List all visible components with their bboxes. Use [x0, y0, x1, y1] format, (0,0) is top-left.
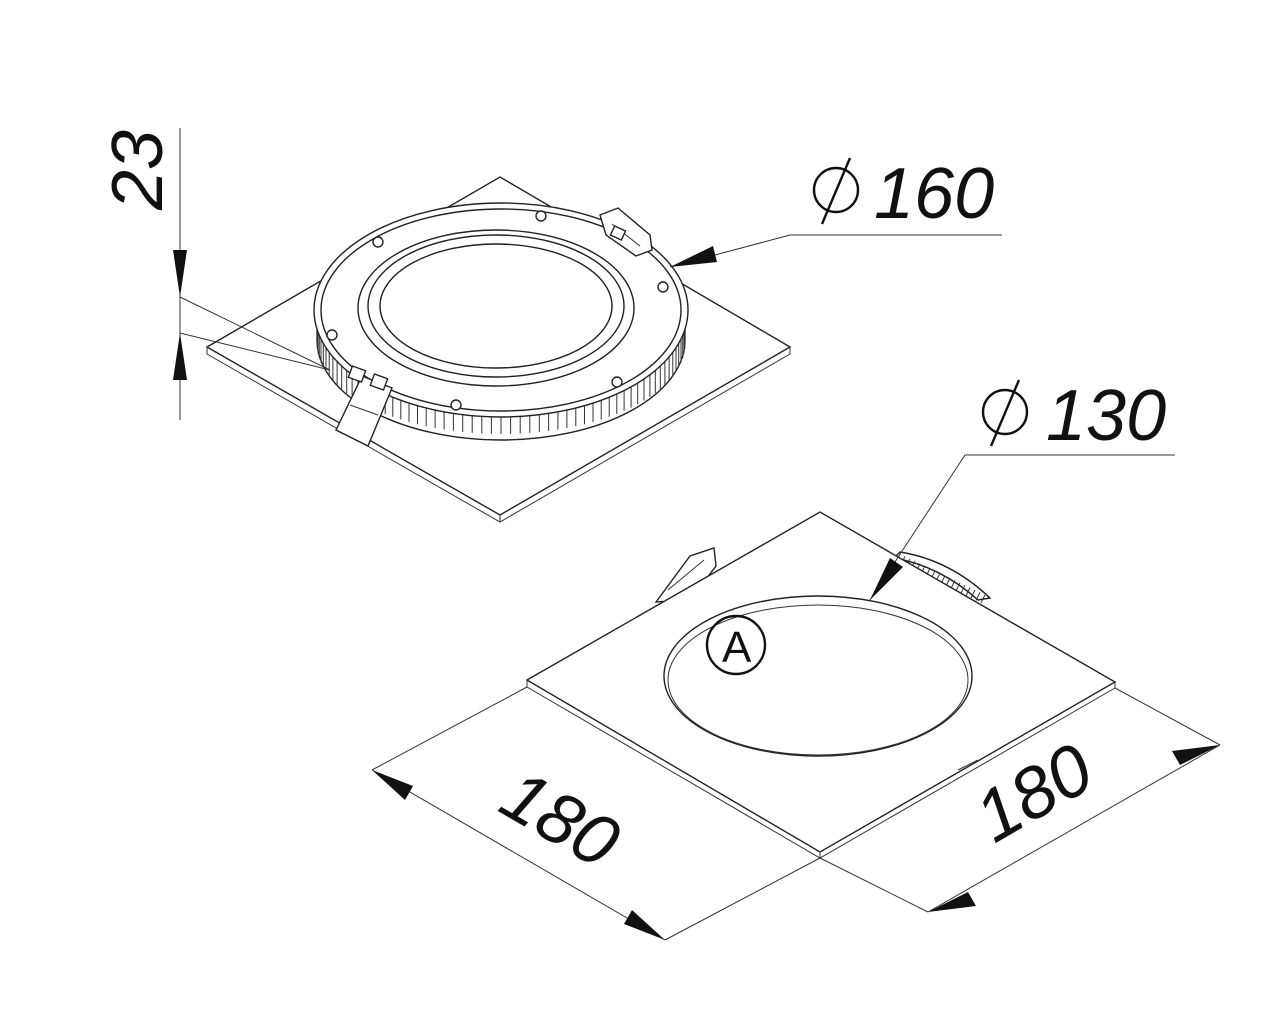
- lower-fixture: A: [525, 511, 1117, 859]
- heatsink-fin: [975, 592, 981, 601]
- bezel-mid: [367, 234, 625, 378]
- heatsink-fin: [965, 587, 971, 596]
- lower-lens: [663, 595, 973, 757]
- screws: [326, 210, 669, 411]
- diameter-symbol-icon: [981, 379, 1029, 447]
- heatsink-fin: [955, 582, 961, 592]
- heatsink-fin: [960, 584, 966, 594]
- dimension-diameter-160: 160: [669, 154, 1002, 268]
- upper-fixture: [205, 176, 792, 523]
- marker-a: A: [705, 614, 767, 676]
- heatsink-fin: [980, 594, 986, 604]
- lens: [379, 243, 613, 369]
- upper-diameter-label: 160: [874, 154, 994, 234]
- diameter-symbol-icon: [812, 157, 860, 225]
- heatsink-fin: [970, 589, 976, 599]
- marker-circle-icon: [705, 614, 767, 676]
- screw: [611, 376, 623, 388]
- screw: [535, 210, 547, 222]
- flange-ring: [313, 202, 689, 418]
- spring-clip-left: [335, 365, 393, 447]
- dimension-height: 23: [98, 128, 331, 420]
- screw: [657, 281, 669, 293]
- bezel-outer: [357, 229, 635, 387]
- screw: [450, 399, 462, 411]
- lower-heatsink-strip: [892, 551, 992, 601]
- width-left-label: 180: [488, 755, 632, 884]
- height-label: 23: [98, 130, 178, 211]
- spring-clip-top: [599, 207, 653, 257]
- marker-label: A: [722, 623, 752, 672]
- flange-ring-inner: [320, 208, 682, 412]
- lower-diameter-label: 130: [1046, 376, 1166, 456]
- heatsink-fin: [950, 580, 956, 589]
- dimension-diameter-130: 130: [869, 376, 1175, 601]
- screw: [372, 236, 384, 248]
- screw: [326, 329, 338, 341]
